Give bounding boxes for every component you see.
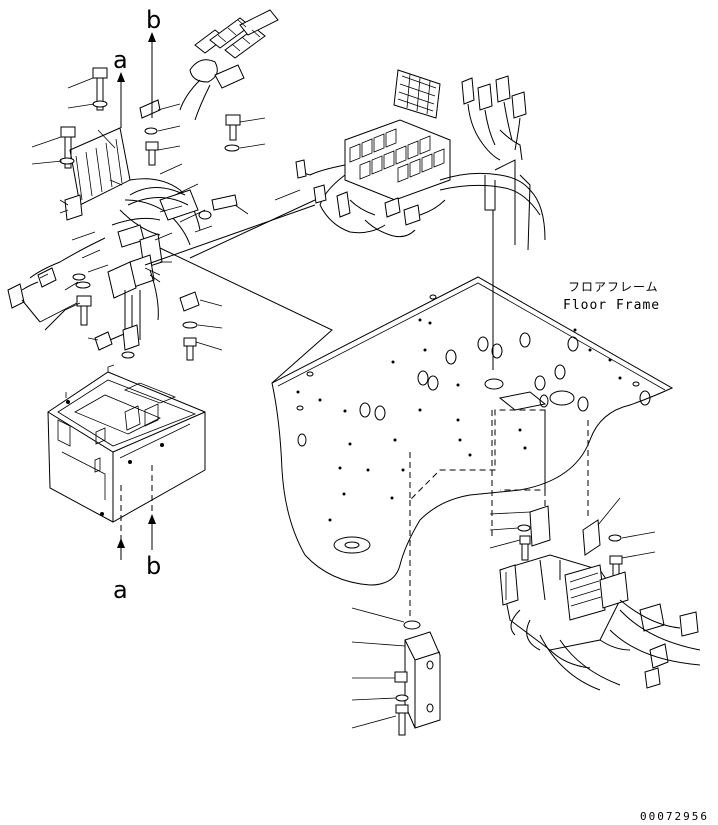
main-wiring-harness xyxy=(295,69,546,370)
callout-a-top: a xyxy=(113,46,128,74)
lower-right-harness xyxy=(489,410,701,691)
callout-b-bottom: b xyxy=(146,552,161,580)
floor-frame-label-jp: フロアフレーム xyxy=(568,280,659,294)
battery-box xyxy=(47,364,206,523)
floor-frame-label: フロアフレーム Floor Frame xyxy=(563,280,660,313)
leader-lines xyxy=(21,77,333,384)
callout-b-top: b xyxy=(146,6,161,34)
callout-a-bottom: a xyxy=(113,576,128,604)
left-harness-assembly xyxy=(7,9,279,361)
floor-frame-label-en: Floor Frame xyxy=(563,298,660,313)
drawing-number: 00072956 xyxy=(640,810,709,823)
bottom-bracket xyxy=(351,500,441,736)
assembly-arrows xyxy=(117,32,156,560)
floor-frame-plate xyxy=(271,276,674,586)
